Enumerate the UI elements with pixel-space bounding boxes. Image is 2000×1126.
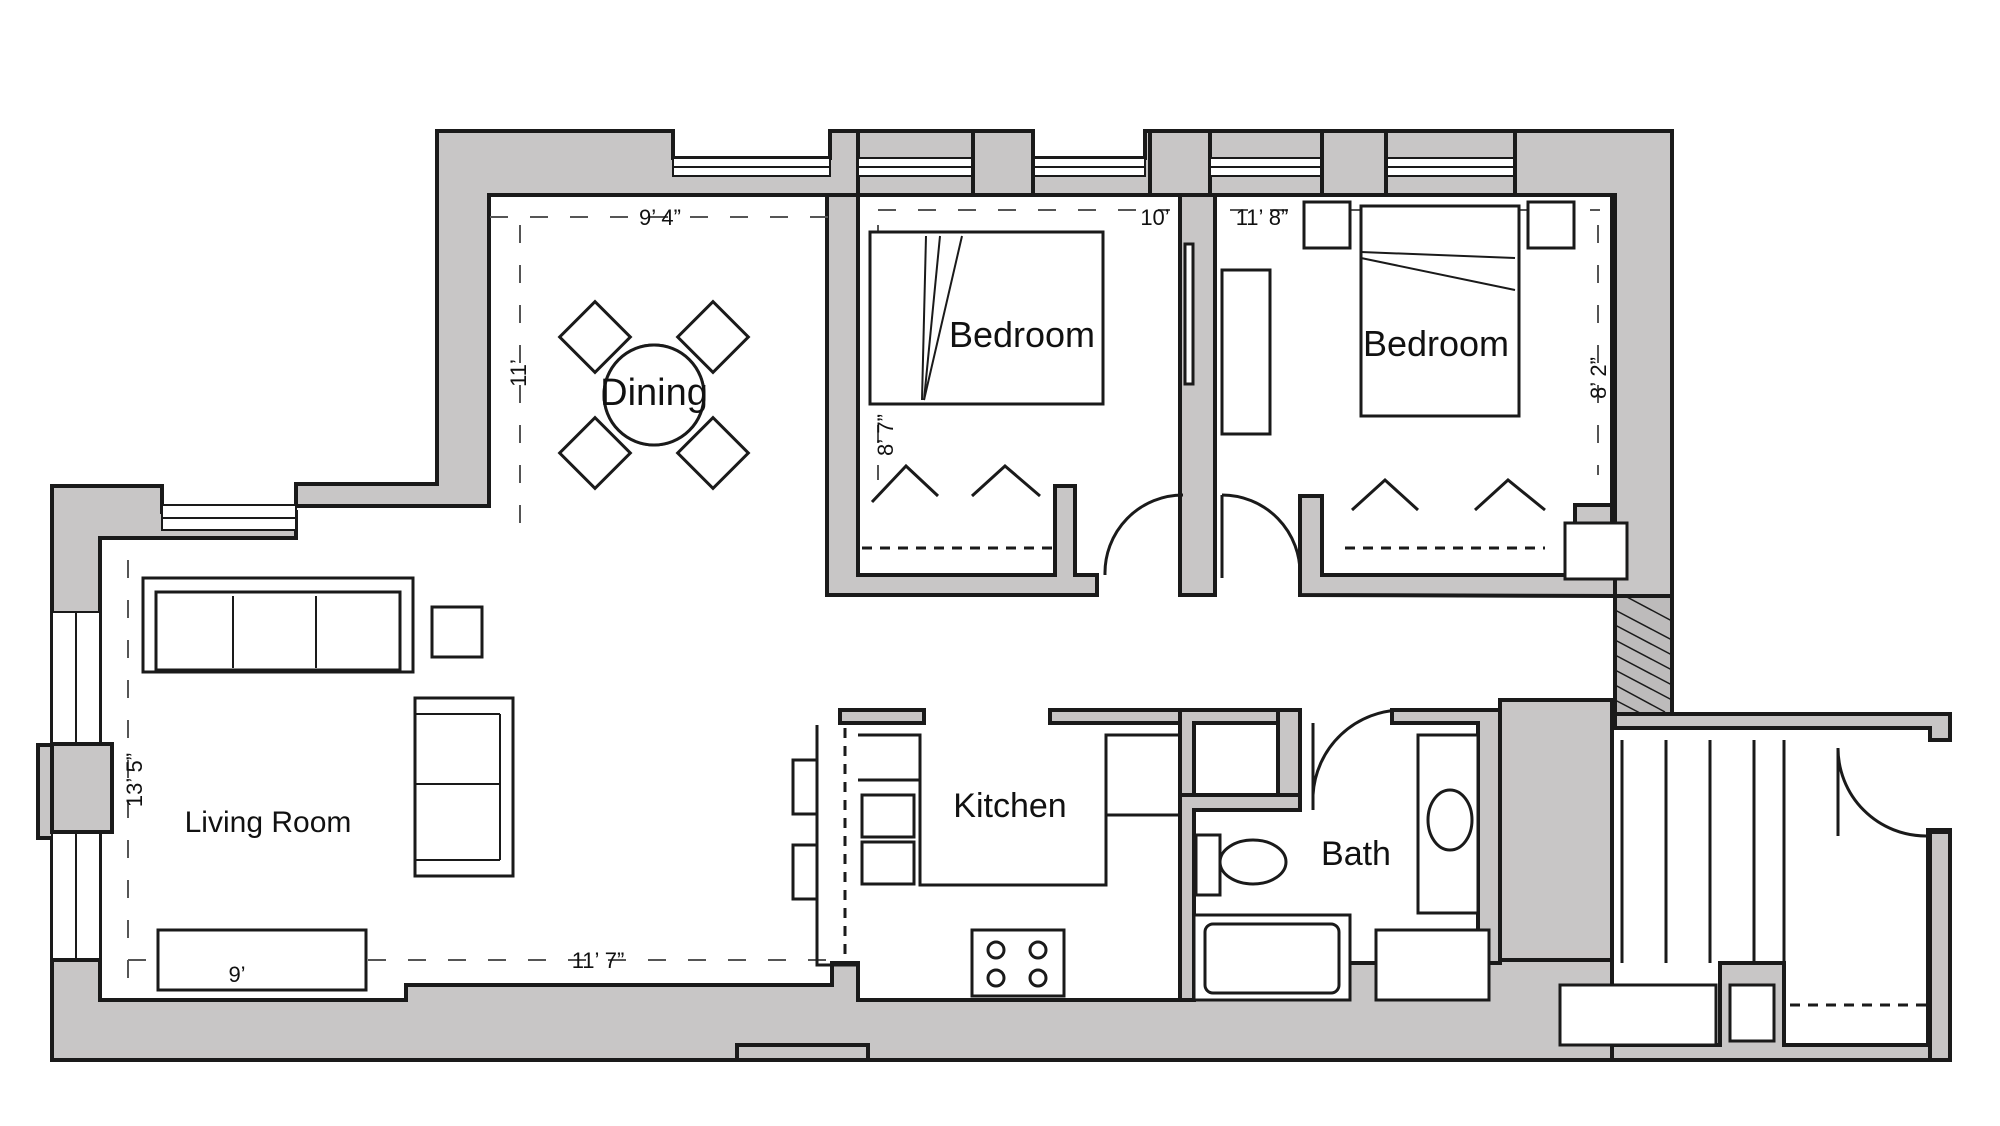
bath-fixtures xyxy=(1192,708,1491,1002)
door-entry xyxy=(1836,747,1927,838)
dim-dining-depth: 11’ xyxy=(506,359,531,387)
loveseat xyxy=(413,696,515,878)
room-labels: Dining Bedroom Bedroom Living Room Kitch… xyxy=(185,314,1509,873)
sink-right xyxy=(860,840,916,886)
room-label-living: Living Room xyxy=(185,806,352,839)
column-bedroom1 xyxy=(971,129,1035,197)
dining-chair xyxy=(557,299,751,491)
dim-bedroom2-depth: 8’ 2” xyxy=(1586,357,1611,399)
side-table xyxy=(430,605,484,659)
bath-sink xyxy=(1426,788,1474,852)
door-bedroom2 xyxy=(1221,493,1302,576)
dim-living-width: 9’ xyxy=(228,962,245,987)
closet-bedroom2 xyxy=(1345,477,1546,550)
dim-dining-width: 9’ 4” xyxy=(639,205,681,230)
dim-bedroom2-width: 11’ 8” xyxy=(1236,205,1289,230)
room-label-bedroom1: Bedroom xyxy=(949,314,1095,355)
dim-living-dining-width: 11’ 7” xyxy=(572,948,625,973)
room-label-bedroom2: Bedroom xyxy=(1363,323,1509,364)
console-table xyxy=(156,928,368,992)
washer-dryer xyxy=(1374,928,1491,1002)
furniture xyxy=(141,200,1928,1047)
bed-bedroom1 xyxy=(868,230,1105,406)
wall-stair-top xyxy=(1613,712,1952,742)
room-label-dining: Dining xyxy=(600,372,708,414)
dim-bedroom1-depth: 8’ 7” xyxy=(873,414,898,456)
nightstand-left xyxy=(1302,200,1352,250)
toilet xyxy=(1218,838,1288,886)
room-label-bath: Bath xyxy=(1321,835,1391,873)
kitchen-counter xyxy=(791,725,1180,998)
room-label-kitchen: Kitchen xyxy=(953,787,1066,825)
bed-bedroom2 xyxy=(1359,204,1521,418)
closet-bedroom1 xyxy=(862,463,1052,550)
dimension-labels: 9’ 4” 11’ 10’ 8’ 7” 11’ 8” 8’ 2” 13’ 5” … xyxy=(122,205,1611,987)
stairs xyxy=(1558,740,1928,1047)
sink-left xyxy=(860,793,916,839)
wall-kitchen-north xyxy=(838,708,926,725)
wall-bedroom1-south xyxy=(825,193,1099,597)
stove xyxy=(970,928,1066,998)
dim-bedroom1-width: 10’ xyxy=(1140,205,1169,230)
dim-living-depth: 13’ 5” xyxy=(122,753,147,807)
nightstand-right xyxy=(1526,200,1576,250)
door-bath xyxy=(1311,708,1404,796)
dresser xyxy=(1220,268,1272,436)
door-bedroom1 xyxy=(1103,493,1184,576)
